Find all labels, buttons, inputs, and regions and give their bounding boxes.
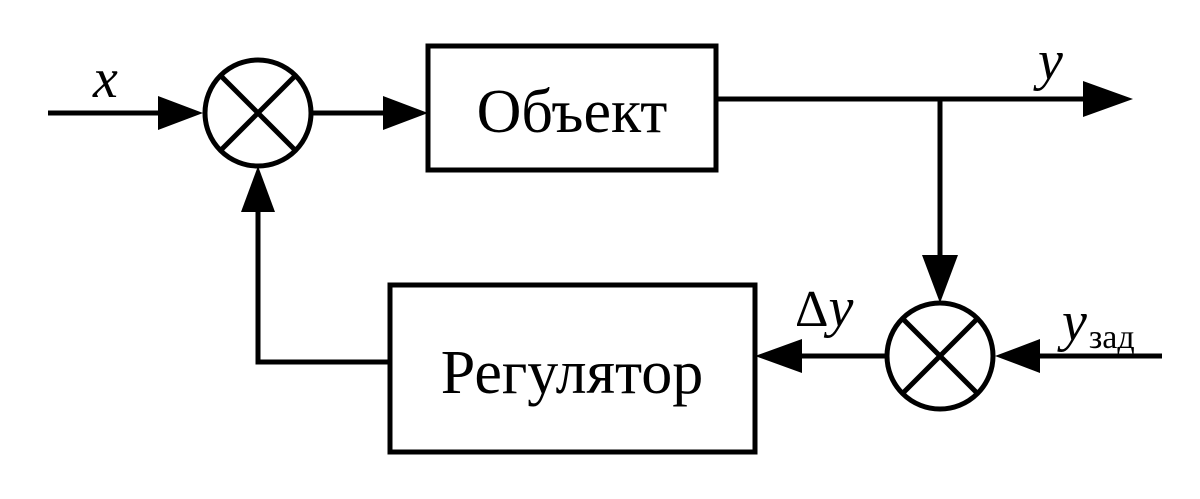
feedback-arrowhead — [241, 166, 275, 212]
regulator-block-label: Регулятор — [441, 339, 704, 407]
setpoint-subscript: зад — [1089, 319, 1135, 356]
input-arrowhead — [158, 96, 203, 130]
object-input-arrowhead — [383, 96, 428, 130]
feedback-branch-arrowhead — [922, 255, 958, 303]
regulator-feedback-wire — [255, 200, 390, 365]
object-block — [425, 43, 719, 173]
input-x-label: x — [92, 48, 118, 110]
delta-symbol: Δ — [795, 281, 828, 338]
regulator-block — [387, 282, 758, 455]
delta-y-label: Δy — [795, 277, 853, 339]
setpoint-arrowhead — [995, 339, 1040, 373]
summing-junction-bottom-icon — [884, 300, 996, 412]
regulator-input-arrowhead — [755, 339, 802, 373]
delta-y-symbol: y — [823, 277, 853, 339]
object-block-label: Объект — [477, 78, 668, 146]
output-y-label: y — [1033, 30, 1063, 92]
output-arrowhead — [1083, 81, 1133, 117]
setpoint-y-symbol: y — [1057, 291, 1087, 353]
summing-junction-top-icon — [202, 57, 314, 169]
setpoint-label: yзад — [1057, 291, 1135, 356]
